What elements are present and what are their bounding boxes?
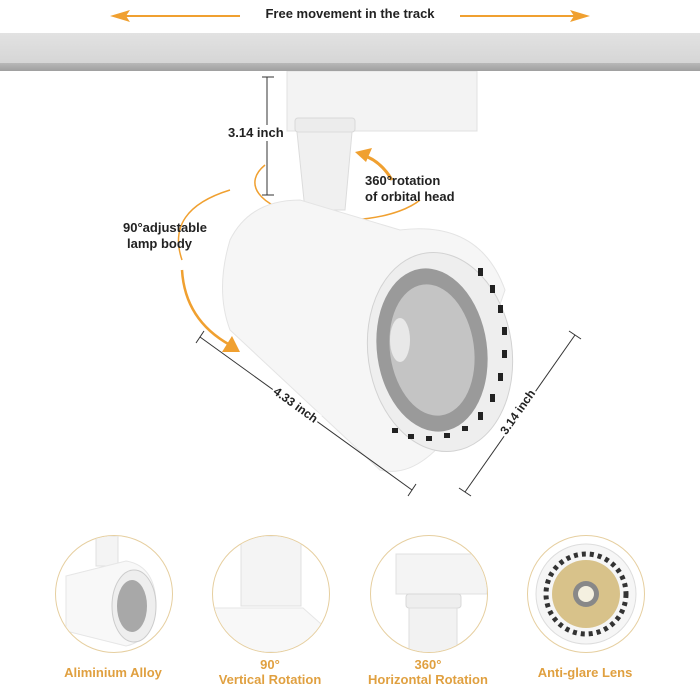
caption-line-1: Anti-glare Lens bbox=[537, 665, 633, 680]
feature-caption-vertical: 90° Vertical Rotation bbox=[195, 657, 345, 687]
feature-caption-horizontal: 360° Horizontal Rotation bbox=[350, 657, 506, 687]
feature-caption-lens: Anti-glare Lens bbox=[510, 665, 660, 680]
feature-image-vertical bbox=[212, 535, 330, 653]
feature-caption-aluminium: Aliminium Alloy bbox=[40, 665, 186, 680]
feature-image-lens bbox=[527, 535, 645, 653]
caption-line-1: 360° bbox=[414, 657, 442, 672]
feature-image-horizontal bbox=[370, 535, 488, 653]
track-rail bbox=[0, 33, 700, 63]
left-arrow-icon bbox=[110, 10, 240, 22]
caption-line-1: Aliminium Alloy bbox=[64, 665, 162, 680]
track-movement-label: Free movement in the track bbox=[265, 6, 435, 21]
caption-line-1: 90° bbox=[260, 657, 280, 672]
lamp-body bbox=[222, 199, 514, 472]
adjust-line-1: 90°adjustable bbox=[123, 220, 207, 235]
rotation-line-1: 360°rotation bbox=[365, 173, 441, 188]
adjust-callout: 90°adjustable lamp body bbox=[123, 220, 207, 252]
adjust-line-2: lamp body bbox=[127, 236, 193, 251]
feature-image-aluminium bbox=[55, 535, 173, 653]
caption-line-2: Vertical Rotation bbox=[218, 672, 322, 687]
rotation-callout: 360°rotation of orbital head bbox=[365, 173, 455, 205]
stem-height-label: 3.14 inch bbox=[226, 125, 286, 141]
right-arrow-icon bbox=[460, 10, 590, 22]
caption-line-2: Horizontal Rotation bbox=[368, 672, 488, 687]
rotation-line-2: of orbital head bbox=[365, 189, 455, 204]
track-rail-lip bbox=[0, 63, 700, 71]
